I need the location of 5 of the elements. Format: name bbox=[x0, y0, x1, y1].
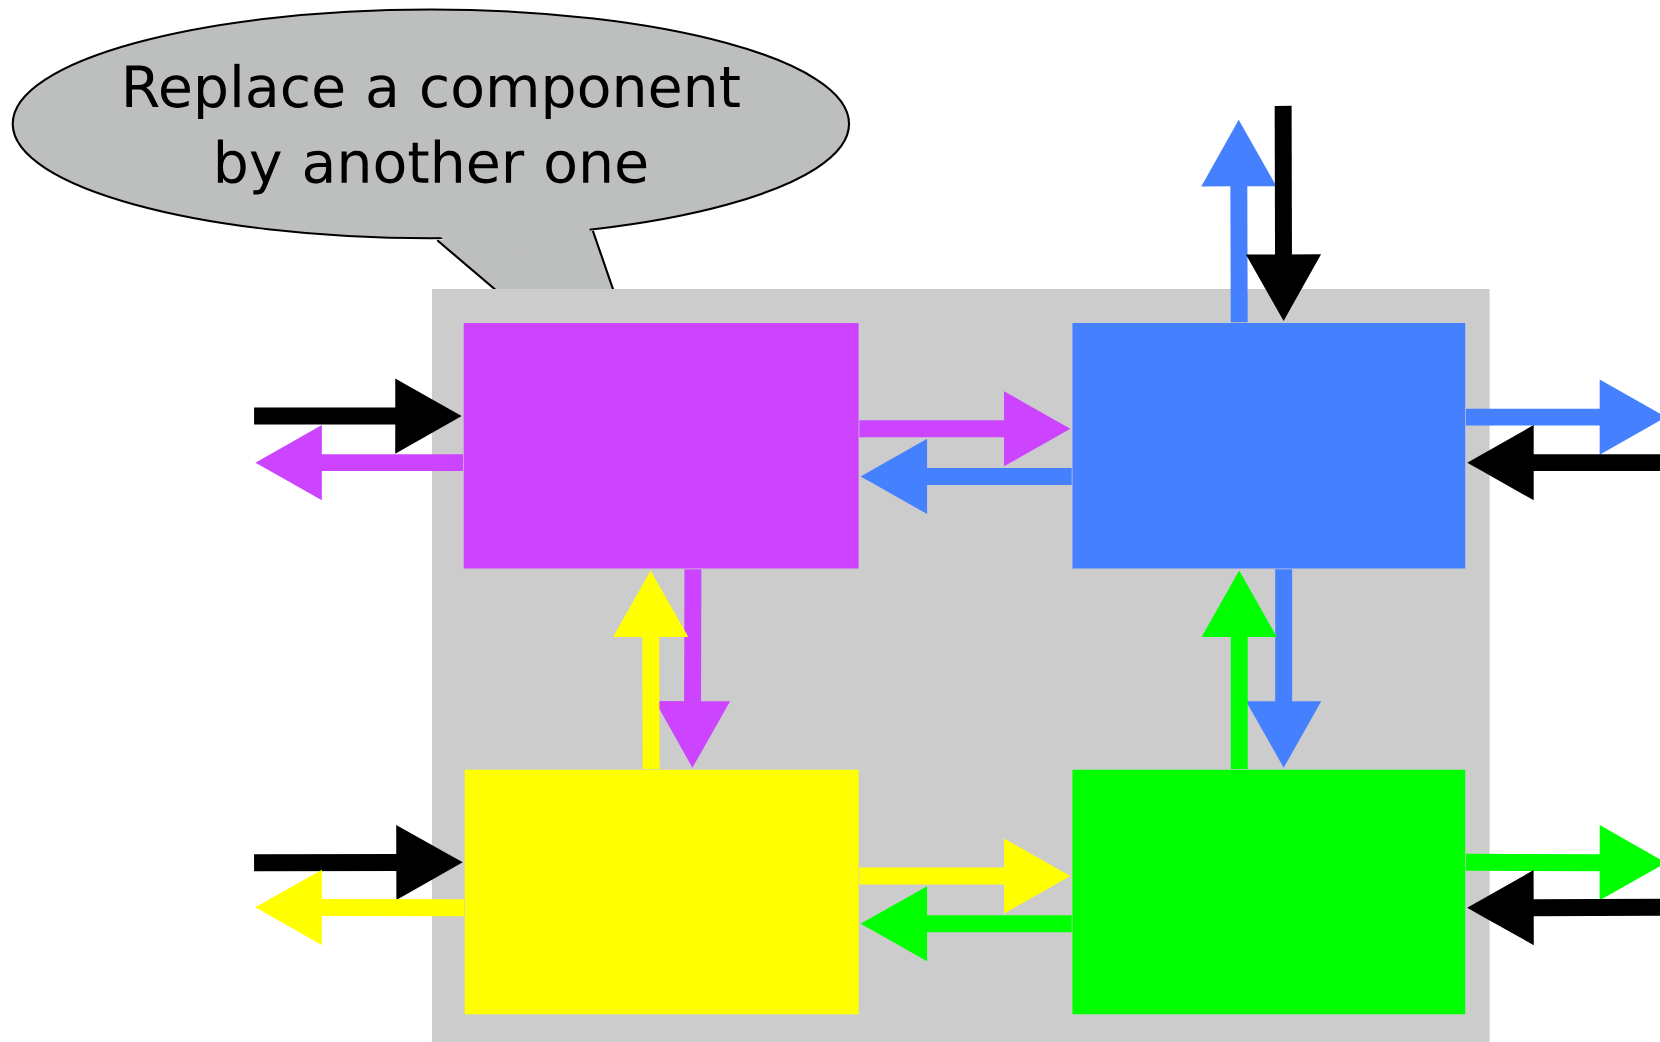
component-box bbox=[1072, 322, 1466, 569]
component-box bbox=[1072, 769, 1466, 1015]
callout-bubble: Replace a component by another one bbox=[11, 8, 851, 324]
component-box bbox=[463, 322, 859, 569]
component-box bbox=[464, 769, 859, 1015]
